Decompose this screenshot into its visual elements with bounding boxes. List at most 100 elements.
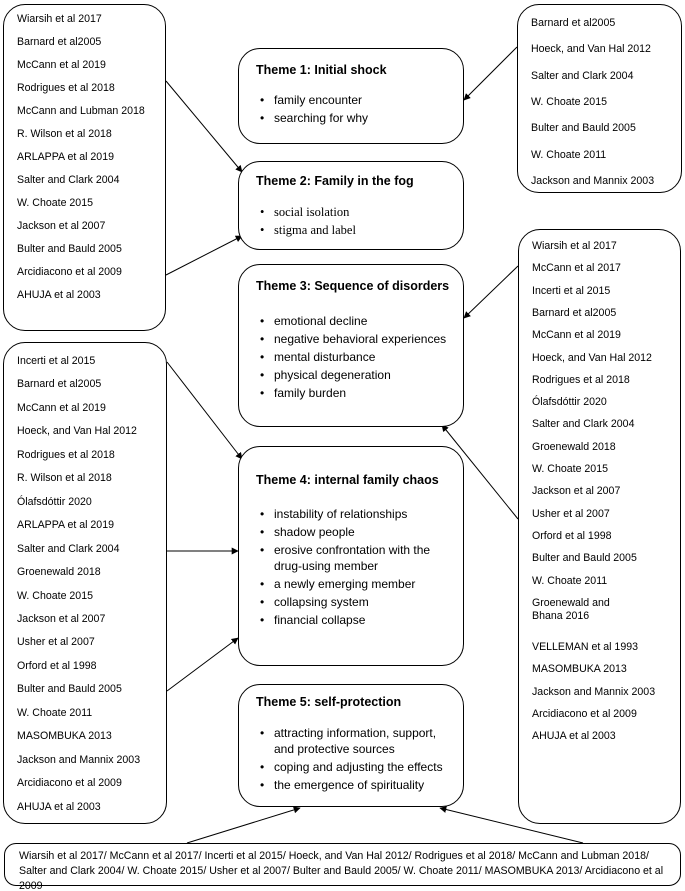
reference-entry: Arcidiacono et al 2009 [532,708,637,720]
reference-entry: R. Wilson et al 2018 [17,128,112,140]
reference-entry: Bulter and Bauld 2005 [532,552,637,565]
theme-item: negative behavioral experiences [258,332,458,348]
reference-entry: McCann et al 2017 [532,262,621,275]
reference-entry: Incerti et al 2015 [532,284,611,297]
reference-entry: Orford et al 1998 [17,659,97,672]
reference-entry: Barnard et al2005 [532,306,617,319]
theme-item: social isolation [258,205,458,221]
reference-entry: W. Choate 2015 [17,589,93,602]
reference-entry: Salter and Clark 2004 [532,418,635,431]
theme-item: searching for why [258,111,458,127]
theme-box-2: Theme 2: Family in the fog social isolati… [238,161,464,250]
theme-item-list: social isolationstigma and label [258,205,458,241]
arrow-left-bottom-to-theme-4-lower [166,637,239,692]
reference-entry: McCann and Lubman 2018 [17,105,145,117]
reference-entry: W. Choate 2015 [17,197,93,209]
reference-entry: Barnard et al2005 [17,36,102,48]
bottom-reference-box: Wiarsih et al 2017/ McCann et al 2017/ I… [4,843,681,891]
theme-item-list: emotional decline negative behavioral exp… [258,314,458,404]
reference-entry: Bulter and Bauld 2005 [17,243,122,255]
reference-entry: Arcidiacono et al 2009 [17,266,122,278]
reference-entry: MASOMBUKA 2013 [17,730,112,743]
left-top-reference-box [3,4,166,331]
reference-entry: Hoeck, and Van Hal 2012 [532,351,652,364]
reference-entry: W. Choate 2011 [532,574,608,587]
reference-entry: Jackson and Mannix 2003 [531,174,655,187]
theme-box-5: Theme 5: self-protection attracting infor… [238,684,464,807]
reference-entry: AHUJA et al 2003 [17,800,101,813]
arrow-left-bottom-to-theme-4 [166,361,243,460]
theme-box-3: Theme 3: Sequence of disorders emotional … [238,264,464,427]
theme-item: coping and adjusting the effects [258,760,458,776]
reference-entry: Usher et al 2007 [17,636,95,649]
theme-box-4: Theme 4: internal family chaos instabilit… [238,446,464,666]
reference-entry: W. Choate 2011 [531,148,607,161]
arrow-left-top-to-theme-2 [165,80,243,173]
arrow-right-bottom-to-theme-3 [463,265,519,319]
reference-entry: Rodrigues et al 2018 [17,448,115,461]
reference-entry: ARLAPPA et al 2019 [17,151,114,163]
theme-title: Theme 5: self-protection [256,695,402,709]
arrow-right-top-to-theme-1 [463,46,518,101]
left-bottom-reference-box [3,342,167,824]
theme-item: collapsing system [258,595,458,611]
right-top-reference-box [517,4,682,193]
reference-entry: Ólafsdóttir 2020 [532,396,607,409]
theme-item: instability of relationships [258,507,458,523]
reference-entry: W. Choate 2015 [531,95,607,108]
reference-entry: Jackson et al 2007 [532,485,621,498]
theme-item: mental disturbance [258,350,458,366]
theme-item: financial collapse [258,613,458,629]
theme-item: family encounter [258,93,458,109]
arrow-bottom-to-theme-5-left [186,806,301,844]
reference-entry: Arcidiacono et al 2009 [17,777,122,790]
reference-entry: Wiarsih et al 2017 [17,13,102,25]
reference-entry: Rodrigues et al 2018 [17,82,115,94]
reference-entry: W. Choate 2015 [532,463,608,475]
right-bottom-reference-box [518,229,681,824]
theme-title: Theme 1: Initial shock [256,63,387,77]
theme-item: erosive confrontation with the drug-usin… [258,543,458,574]
reference-entry: Incerti et al 2015 [17,355,96,367]
reference-entry: Usher et al 2007 [532,507,610,520]
reference-entry: Groenewald 2018 [17,566,101,579]
reference-entry: Jackson et al 2007 [17,220,106,232]
reference-entry: Hoeck, and Van Hal 2012 [17,425,137,438]
theme-item-list: instability of relationships shadow peopl… [258,507,458,631]
theme-item: attracting information, support, and pro… [258,726,458,757]
reference-entry: Jackson and Mannix 2003 [532,685,656,698]
bottom-reference-text: Wiarsih et al 2017/ McCann et al 2017/ I… [19,850,664,891]
theme-box-1: Theme 1: Initial shock family encounter se… [238,48,464,144]
reference-entry: W. Choate 2011 [17,706,93,719]
theme-title: Theme 2: Family in the fog [256,174,414,188]
reference-entry: Barnard et al2005 [531,17,616,29]
reference-entry: ARLAPPA et al 2019 [17,519,114,532]
reference-entry: AHUJA et al 2003 [17,289,101,301]
reference-entry: Rodrigues et al 2018 [532,373,630,386]
theme-item: physical degeneration [258,368,458,384]
reference-entry: Jackson et al 2007 [17,612,106,625]
theme-item: emotional decline [258,314,458,330]
theme-item: a newly emerging member [258,577,458,593]
reference-entry: Salter and Clark 2004 [531,69,634,82]
reference-entry: Ólafsdóttir 2020 [17,495,92,508]
reference-entry: AHUJA et al 2003 [532,730,616,743]
reference-entry: Wiarsih et al 2017 [532,240,617,252]
reference-entry: McCann et al 2019 [17,401,106,414]
reference-entry: Jackson and Mannix 2003 [17,753,141,766]
theme-item-list: attracting information, support, and pro… [258,726,458,796]
theme-title: Theme 4: internal family chaos [256,473,439,487]
reference-entry: Bulter and Bauld 2005 [531,122,636,135]
reference-entry: Groenewald 2018 [532,440,616,453]
theme-title: Theme 3: Sequence of disorders [256,279,450,293]
theme-item: the emergence of spirituality [258,778,458,794]
theme-item: family burden [258,386,458,402]
reference-entry: Barnard et al2005 [17,378,102,391]
reference-entry: McCann et al 2019 [17,59,106,71]
reference-entry: VELLEMAN et al 1993 [532,641,638,654]
reference-entry: McCann et al 2019 [532,329,621,342]
reference-entry: Orford et al 1998 [532,529,612,542]
theme-item: shadow people [258,525,458,541]
reference-entry: Salter and Clark 2004 [17,174,120,186]
